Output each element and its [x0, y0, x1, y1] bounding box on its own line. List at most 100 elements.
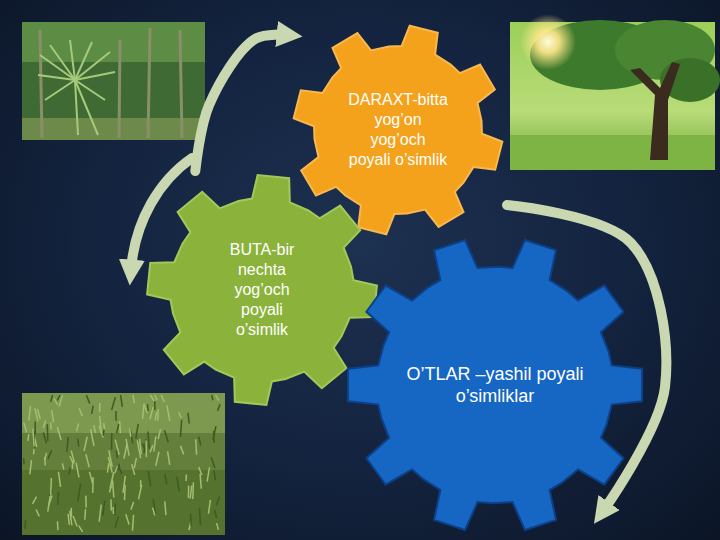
grass-blade [35, 422, 37, 434]
grass-blade [70, 511, 72, 526]
grass-blade [77, 424, 79, 432]
grass-blade [137, 440, 140, 458]
grass-blade [57, 492, 59, 505]
grass-blade [102, 430, 104, 436]
grass-photo [22, 393, 225, 535]
grass-blade [139, 485, 142, 500]
gear-outline [348, 240, 642, 530]
grass-blade [43, 420, 45, 428]
grass-blade [84, 437, 87, 451]
grass-blade [89, 472, 92, 483]
grass-blade [154, 436, 156, 451]
grass-blade [158, 429, 160, 439]
grass-blade [110, 499, 112, 510]
grass-blade [35, 408, 38, 421]
grass-blade [94, 425, 96, 433]
grass-blade [217, 523, 219, 530]
grass-blade [161, 395, 164, 402]
grass-blade [214, 510, 216, 518]
grass-blade [48, 496, 50, 512]
grass-blade [165, 474, 167, 484]
grass-blade [121, 395, 123, 407]
grass-blade [177, 477, 179, 492]
grass-blade [199, 508, 201, 525]
grass-blade [165, 501, 166, 515]
grass-blade [112, 507, 114, 514]
grass-blade [30, 460, 32, 474]
grass-blade [85, 496, 87, 508]
grass-blade [23, 458, 25, 464]
grass-blade [113, 480, 114, 497]
gear-node: O’TLAR –yashil poyali o’simliklar [347, 237, 643, 533]
grass-blade [92, 477, 94, 493]
grass-blade [33, 429, 34, 447]
grass-blade [50, 422, 52, 429]
grass-blade [185, 474, 187, 481]
grass-blade [57, 521, 59, 530]
grass-blade [47, 424, 49, 441]
grass-blade [216, 395, 219, 401]
grass-blade [133, 395, 134, 403]
grass-blade [213, 426, 216, 440]
grass-blade [214, 470, 215, 480]
gear-node: DARAXT-bitta yog’on yog’och poyali o’sim… [293, 25, 503, 235]
gear-text-block: DARAXT-bitta yog’on yog’och poyali o’sim… [348, 90, 448, 170]
grass-blade [124, 485, 126, 500]
grass-blade [99, 505, 101, 522]
grass-blade [67, 437, 68, 452]
grass-blade [107, 463, 108, 472]
grass-blade [155, 412, 156, 420]
grass-blade [24, 520, 26, 529]
grass-blade [117, 424, 119, 433]
grass-blade [70, 456, 73, 463]
gear-label: BUTA-bir nechta yog’och poyali o’simlik [215, 240, 310, 340]
gear-shape [347, 237, 643, 533]
grass-blade [192, 482, 194, 499]
gear-outline [294, 26, 503, 235]
gear-text-block: BUTA-bir nechta yog’och poyali o’simlik [215, 240, 310, 340]
grass-blade [168, 451, 170, 465]
grass-blade [145, 441, 147, 457]
grass-blade [207, 467, 209, 481]
grass-blade [103, 423, 105, 429]
grass-blade [195, 439, 197, 454]
grass-blade [154, 401, 156, 410]
palm-photo [22, 22, 205, 140]
grass-blade [136, 424, 138, 439]
grass-blade [179, 412, 182, 418]
grass-blade [142, 443, 145, 451]
grass-blade [24, 422, 27, 432]
grass-blade [143, 404, 144, 418]
grass-blade [212, 395, 213, 400]
grass-blade [109, 486, 111, 493]
grass-blade [115, 411, 117, 421]
grass-blade [167, 405, 170, 421]
grass-blade [131, 502, 134, 510]
grass-blade [134, 458, 136, 468]
grass-blade [148, 432, 150, 449]
grass-blade [164, 430, 168, 442]
grass-blade [150, 445, 153, 452]
grass-blade [126, 514, 129, 524]
grass-blade [153, 508, 155, 516]
grass-blade [190, 485, 191, 498]
grass-blade [29, 406, 31, 420]
grass-blade [73, 516, 77, 526]
grass-blade [92, 406, 93, 414]
grass-blade [51, 395, 53, 402]
gear-outline [147, 175, 377, 405]
grass-blade [100, 416, 102, 433]
grass-blade [132, 515, 133, 531]
tree-photo [510, 14, 720, 170]
grass-blade [130, 428, 133, 443]
grass-blade [52, 410, 54, 422]
grass-blade [27, 434, 29, 441]
grass-blade [58, 472, 60, 487]
grass-blade [118, 464, 119, 471]
grass-blade [150, 407, 153, 419]
grass-blade [36, 509, 39, 516]
grass-blade [157, 409, 159, 421]
grass-blade [68, 467, 70, 474]
